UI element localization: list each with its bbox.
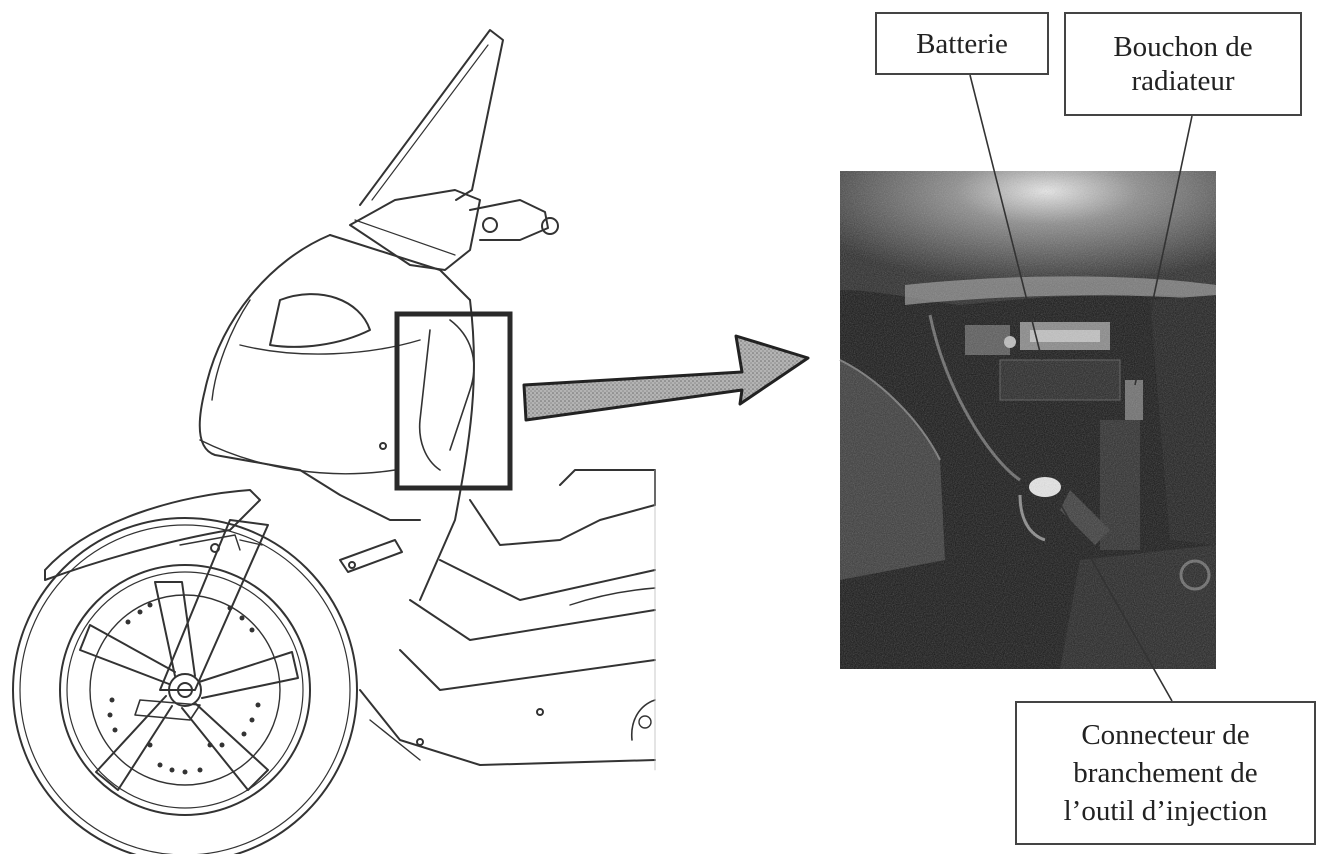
- front-indicator: [269, 293, 371, 348]
- side-vent: [339, 539, 403, 573]
- front-fairing: [198, 234, 421, 521]
- arrow-right-icon: [522, 334, 810, 422]
- scooter-line-drawing-icon: [12, 29, 656, 854]
- label-connector-line-3: l’outil d’injection: [1063, 795, 1268, 827]
- handlebar: [469, 199, 549, 241]
- seat-front: [559, 469, 656, 506]
- leader-line-battery: [969, 74, 1043, 361]
- windscreen: [359, 29, 504, 206]
- label-battery: Batterie: [916, 27, 1008, 60]
- label-radiator-line-1: Bouchon de: [1113, 31, 1253, 63]
- handlebar-end-icon: [541, 217, 559, 235]
- callout-battery: Batterie: [875, 12, 1049, 75]
- callout-radiator-cap: Bouchon de radiateur: [1064, 12, 1302, 116]
- front-fender: [44, 489, 261, 581]
- label-radiator-line-2: radiateur: [1131, 65, 1235, 97]
- front-wheel-icon: [12, 517, 358, 854]
- headlight-cowl: [349, 189, 481, 271]
- leader-line-radiator: [1134, 115, 1193, 386]
- label-connector-line-2: branchement de: [1073, 757, 1258, 789]
- engine-bay-photo: [839, 171, 1216, 669]
- callout-injection-connector: Connecteur de branchement de l’outil d’i…: [1015, 701, 1316, 845]
- label-connector-line-1: Connecteur de: [1081, 719, 1250, 751]
- leader-lines: [969, 74, 1193, 702]
- front-fork: [159, 519, 269, 691]
- highlight-rectangle: [394, 311, 513, 491]
- leader-line-connector: [1057, 499, 1173, 702]
